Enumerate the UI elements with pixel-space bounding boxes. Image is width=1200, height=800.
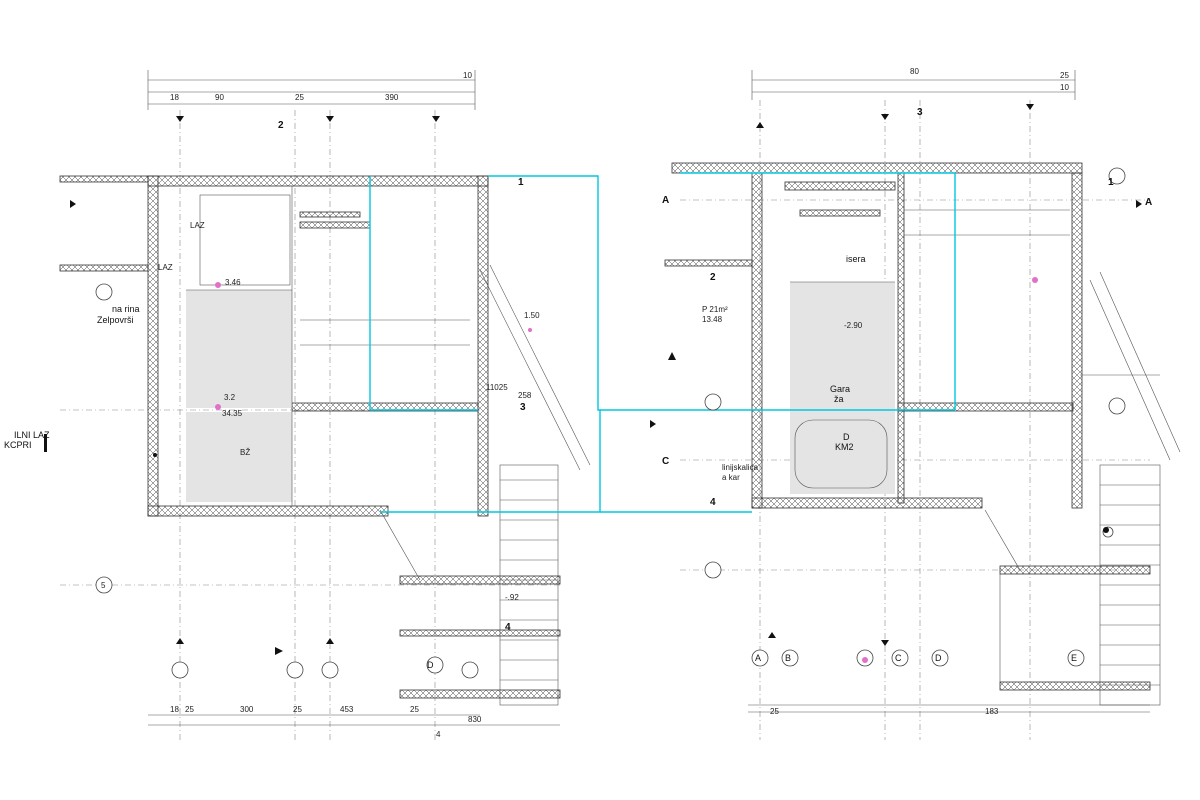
left-bottom-dim-1: 18: [170, 705, 179, 714]
right-bottom-dimensions: 25 183: [748, 704, 1150, 716]
right-bottom-axis-c: C: [895, 653, 902, 663]
left-side-label-1: ILNI LAZ: [14, 430, 50, 440]
left-bottom-dim-6: 25: [410, 705, 419, 714]
right-top-dim-3: 10: [1060, 83, 1069, 92]
left-top-dim-5: 10: [463, 71, 472, 80]
left-top-dim-3: 25: [295, 93, 304, 102]
left-top-dim-4: 390: [385, 93, 399, 102]
right-room-label-1: isera: [846, 254, 866, 264]
left-dim-11025: 11025: [486, 383, 508, 392]
right-bottom-dim-2: 183: [985, 707, 999, 716]
left-bottom-dim-4: 25: [293, 705, 302, 714]
left-axis-d: D: [427, 660, 434, 670]
right-top-dimensions: 80 25 10: [751, 67, 1076, 100]
left-dim-150: 1.50: [524, 311, 540, 320]
left-area-label: 3.46: [225, 278, 241, 287]
left-dim-92: -.92: [505, 593, 519, 602]
left-bottom-dimensions: 18 25 300 25 453 25 830 4: [148, 705, 560, 739]
left-axis-3: 3: [520, 402, 526, 413]
left-axis-4: 4: [505, 622, 511, 633]
right-bottom-axis-b: B: [785, 653, 791, 663]
right-axis-a-right: A: [1145, 197, 1152, 208]
right-axis-c-left: C: [662, 456, 669, 467]
left-bottom-dim-5: 453: [340, 705, 354, 714]
left-axis-1: 1: [518, 177, 524, 188]
left-axis-2: 2: [278, 120, 284, 131]
right-bicycle-label-1: linijskalica: [722, 463, 759, 472]
left-axis-5: 5: [101, 581, 106, 590]
right-axis-1: 1: [1108, 177, 1114, 188]
right-bottom-axis-a: A: [755, 653, 761, 663]
right-room-code: KM2: [835, 442, 854, 452]
right-level-label: -2.90: [844, 321, 863, 330]
left-bottom-dim-8: 4: [436, 730, 441, 739]
left-floor-plan: 18 90 25 390 10: [4, 70, 601, 740]
right-top-dim-2: 25: [1060, 71, 1069, 80]
right-axis-4: 4: [710, 497, 716, 508]
left-bottom-dim-2: 25: [185, 705, 194, 714]
right-area-label-2: 13.48: [702, 315, 723, 324]
right-floor-plan: 80 25 10: [600, 67, 1181, 740]
right-axis-a-left: A: [662, 195, 669, 206]
right-bicycle-label-2: a kar: [722, 473, 740, 482]
left-top-dim-2: 90: [215, 93, 224, 102]
left-parcel-name-2: Zelpovrši: [97, 315, 134, 325]
left-dim-258: 258: [518, 391, 532, 400]
left-bottom-dim-3: 300: [240, 705, 254, 714]
left-side-label-2: KCPRI: [4, 440, 32, 450]
right-axis-3: 3: [917, 107, 923, 118]
right-garage-label-2: ža: [834, 394, 844, 404]
right-area-label-1: P 21m²: [702, 305, 728, 314]
right-axis-2: 2: [710, 272, 716, 283]
left-room-label-1: 3.2: [224, 393, 236, 402]
left-parcel-name-1: na rina: [112, 304, 140, 314]
left-laz-label-2: LAZ: [158, 263, 173, 272]
left-room-mark: BŽ: [240, 448, 250, 457]
right-top-dim-1: 80: [910, 67, 919, 76]
right-garage-label-1: Gara: [830, 384, 850, 394]
left-top-dimensions: 18 90 25 390 10: [147, 70, 476, 110]
right-bottom-axis-d: D: [935, 653, 942, 663]
right-bottom-axis-e: E: [1071, 653, 1077, 663]
right-bottom-dim-1: 25: [770, 707, 779, 716]
left-room-label-2: 34.35: [222, 409, 243, 418]
left-bottom-dim-7: 830: [468, 715, 482, 724]
right-stair: [1099, 464, 1161, 706]
left-laz-label-1: LAZ: [190, 221, 205, 230]
right-room-letter: D: [843, 432, 850, 442]
left-top-dim-1: 18: [170, 93, 179, 102]
